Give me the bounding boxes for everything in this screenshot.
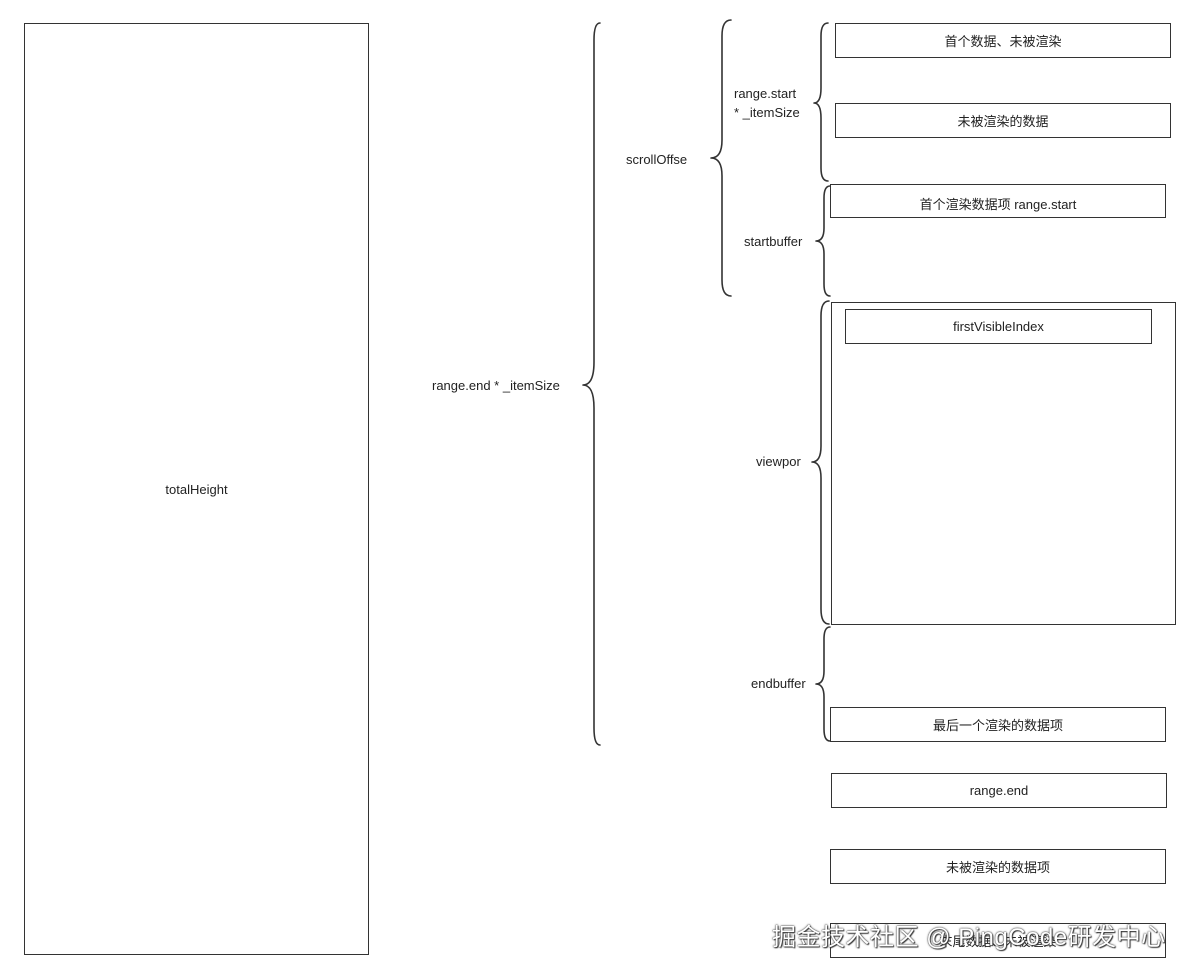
item-range-end: range.end <box>831 773 1167 808</box>
item-first-unrendered-label: 首个数据、未被渲染 <box>944 34 1062 49</box>
end-buffer-label: endbuffer <box>751 676 806 691</box>
item-first-rendered: 首个渲染数据项 range.start <box>830 184 1166 218</box>
item-last-rendered-label: 最后一个渲染的数据项 <box>932 718 1063 733</box>
item-unrendered-data: 未被渲染的数据 <box>835 103 1171 138</box>
item-first-visible: firstVisibleIndex <box>845 309 1152 344</box>
item-unrendered-item-label: 未被渲染的数据项 <box>945 860 1050 875</box>
range-end-item-size-label: range.end * _itemSize <box>432 378 560 393</box>
start-buffer-label: startbuffer <box>744 234 803 249</box>
brace-range-end <box>582 22 601 746</box>
item-range-end-label: range.end <box>969 783 1029 798</box>
item-tail: 末尾数据、未被渲染 <box>830 923 1166 958</box>
item-first-unrendered: 首个数据、未被渲染 <box>835 23 1171 58</box>
item-first-rendered-label: 首个渲染数据项 range.start <box>919 197 1077 212</box>
viewport-label: viewpor <box>756 454 801 469</box>
watermark: 掘金技术社区 @ PingCode研发中心 <box>772 924 1166 951</box>
item-unrendered-item: 未被渲染的数据项 <box>830 849 1166 884</box>
brace-start-buffer <box>815 185 831 297</box>
item-first-visible-label: firstVisibleIndex <box>953 319 1044 334</box>
total-height-label: totalHeight <box>165 481 228 497</box>
item-tail-label: 末尾数据、未被渲染 <box>939 934 1057 949</box>
viewport-box <box>831 302 1176 625</box>
item-last-rendered: 最后一个渲染的数据项 <box>830 707 1166 742</box>
scroll-offset-label: scrollOffse <box>626 152 688 167</box>
brace-viewport <box>811 300 830 625</box>
total-height-box: totalHeight <box>24 23 369 955</box>
range-start-label-line1: range.start <box>734 86 797 101</box>
item-unrendered-data-label: 未被渲染的数据 <box>957 114 1049 129</box>
brace-scroll-offset <box>710 19 732 297</box>
range-start-label-line2: * _itemSize <box>734 105 800 120</box>
brace-end-buffer <box>815 626 831 742</box>
brace-range-start <box>813 22 829 182</box>
